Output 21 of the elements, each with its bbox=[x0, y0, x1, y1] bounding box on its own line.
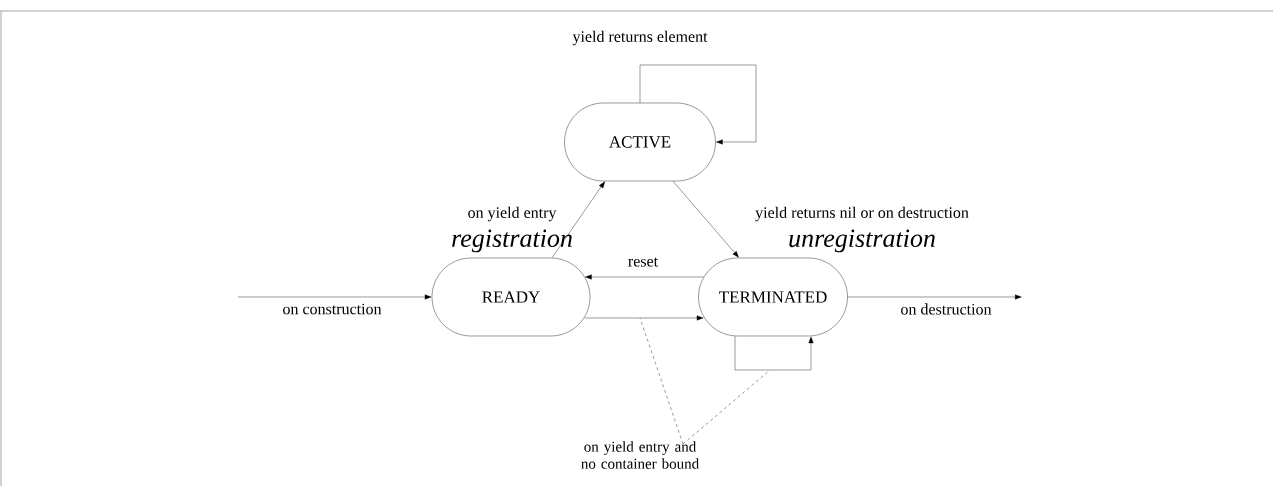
edge-label: yield returns nil or on destruction bbox=[754, 205, 970, 223]
edge-label: on destruction bbox=[899, 302, 993, 316]
arrow bbox=[847, 294, 1022, 300]
edge-label: yield returns element bbox=[571, 29, 709, 47]
state-box: ACTIVE bbox=[564, 102, 716, 182]
arrow bbox=[639, 64, 757, 145]
state-box: TERMINATED bbox=[698, 257, 848, 337]
italic-label: registration bbox=[452, 229, 572, 253]
arrow bbox=[734, 336, 814, 371]
edge-label: on construction bbox=[281, 302, 383, 316]
leader-line bbox=[639, 317, 684, 445]
state-box: READY bbox=[431, 257, 591, 337]
arrow bbox=[672, 181, 739, 258]
arrow bbox=[551, 181, 605, 258]
edge-label: reset bbox=[626, 256, 660, 268]
arrow bbox=[237, 294, 432, 300]
italic-label: unregistration bbox=[789, 229, 935, 253]
edge-label: on yield entry bbox=[466, 205, 558, 223]
arrow bbox=[584, 315, 704, 321]
arrow bbox=[585, 274, 704, 280]
note-text: on yield entry and no container bound bbox=[581, 441, 699, 469]
